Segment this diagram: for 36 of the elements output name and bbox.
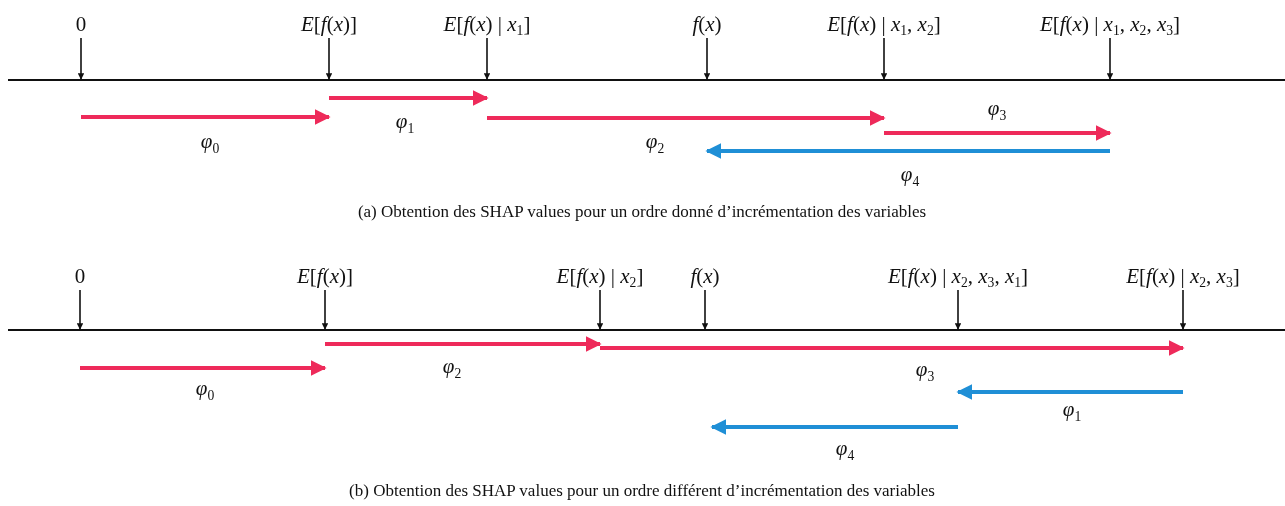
contribution-label: φ$_{0}$ [200, 129, 220, 158]
axis-point-label: E[f(x) | x$_{2}$, x$_{3}$, x$_{1}$] [887, 264, 1029, 296]
tick-arrow [1179, 289, 1187, 330]
axis-point-label: f(x) [692, 12, 722, 36]
axis-point-label: E[f(x) | x$_{2}$] [556, 264, 644, 296]
axis-point-label: E[f(x)] [301, 12, 357, 36]
contribution-label: φ$_{3}$ [987, 96, 1007, 125]
tick-arrow [954, 289, 962, 330]
figure-caption: (a) Obtention des SHAP values pour un ordre donné d’incrémentation des variables [357, 202, 927, 222]
tick-arrow [596, 289, 604, 330]
tick-arrow [483, 37, 491, 80]
contribution-label: φ$_{3}$ [915, 357, 935, 386]
axis-point-label: 0 [74, 264, 86, 288]
contribution-label: φ$_{1}$ [1062, 397, 1082, 426]
contribution-label: φ$_{0}$ [195, 376, 215, 405]
axis-point-label: E[f(x) | x$_{1}$] [443, 12, 531, 44]
tick-arrow [77, 37, 85, 80]
axis-point-label: E[f(x) | x$_{1}$, x$_{2}$, x$_{3}$] [1039, 12, 1181, 44]
axis-point-label: E[f(x) | x$_{2}$, x$_{3}$] [1126, 264, 1240, 296]
figure-caption: (b) Obtention des SHAP values pour un ordre différent d’incrémentation des variables [349, 481, 935, 501]
contribution-label: φ$_{4}$ [835, 436, 855, 465]
tick-arrow [880, 37, 888, 80]
tick-arrow [321, 289, 329, 330]
contribution-label: φ$_{2}$ [645, 129, 665, 158]
axis-point-label: 0 [75, 12, 87, 36]
tick-arrow [701, 289, 709, 330]
axis-point-label: E[f(x) | x$_{1}$, x$_{2}$] [827, 12, 941, 44]
tick-arrow [703, 37, 711, 80]
tick-arrow [325, 37, 333, 80]
axis-point-label: E[f(x)] [297, 264, 353, 288]
axis-point-label: f(x) [690, 264, 720, 288]
tick-arrow [1106, 37, 1114, 80]
tick-arrow [76, 289, 84, 330]
contribution-label: φ$_{2}$ [442, 354, 462, 383]
contribution-label: φ$_{1}$ [395, 109, 415, 138]
contribution-label: φ$_{4}$ [900, 162, 920, 191]
